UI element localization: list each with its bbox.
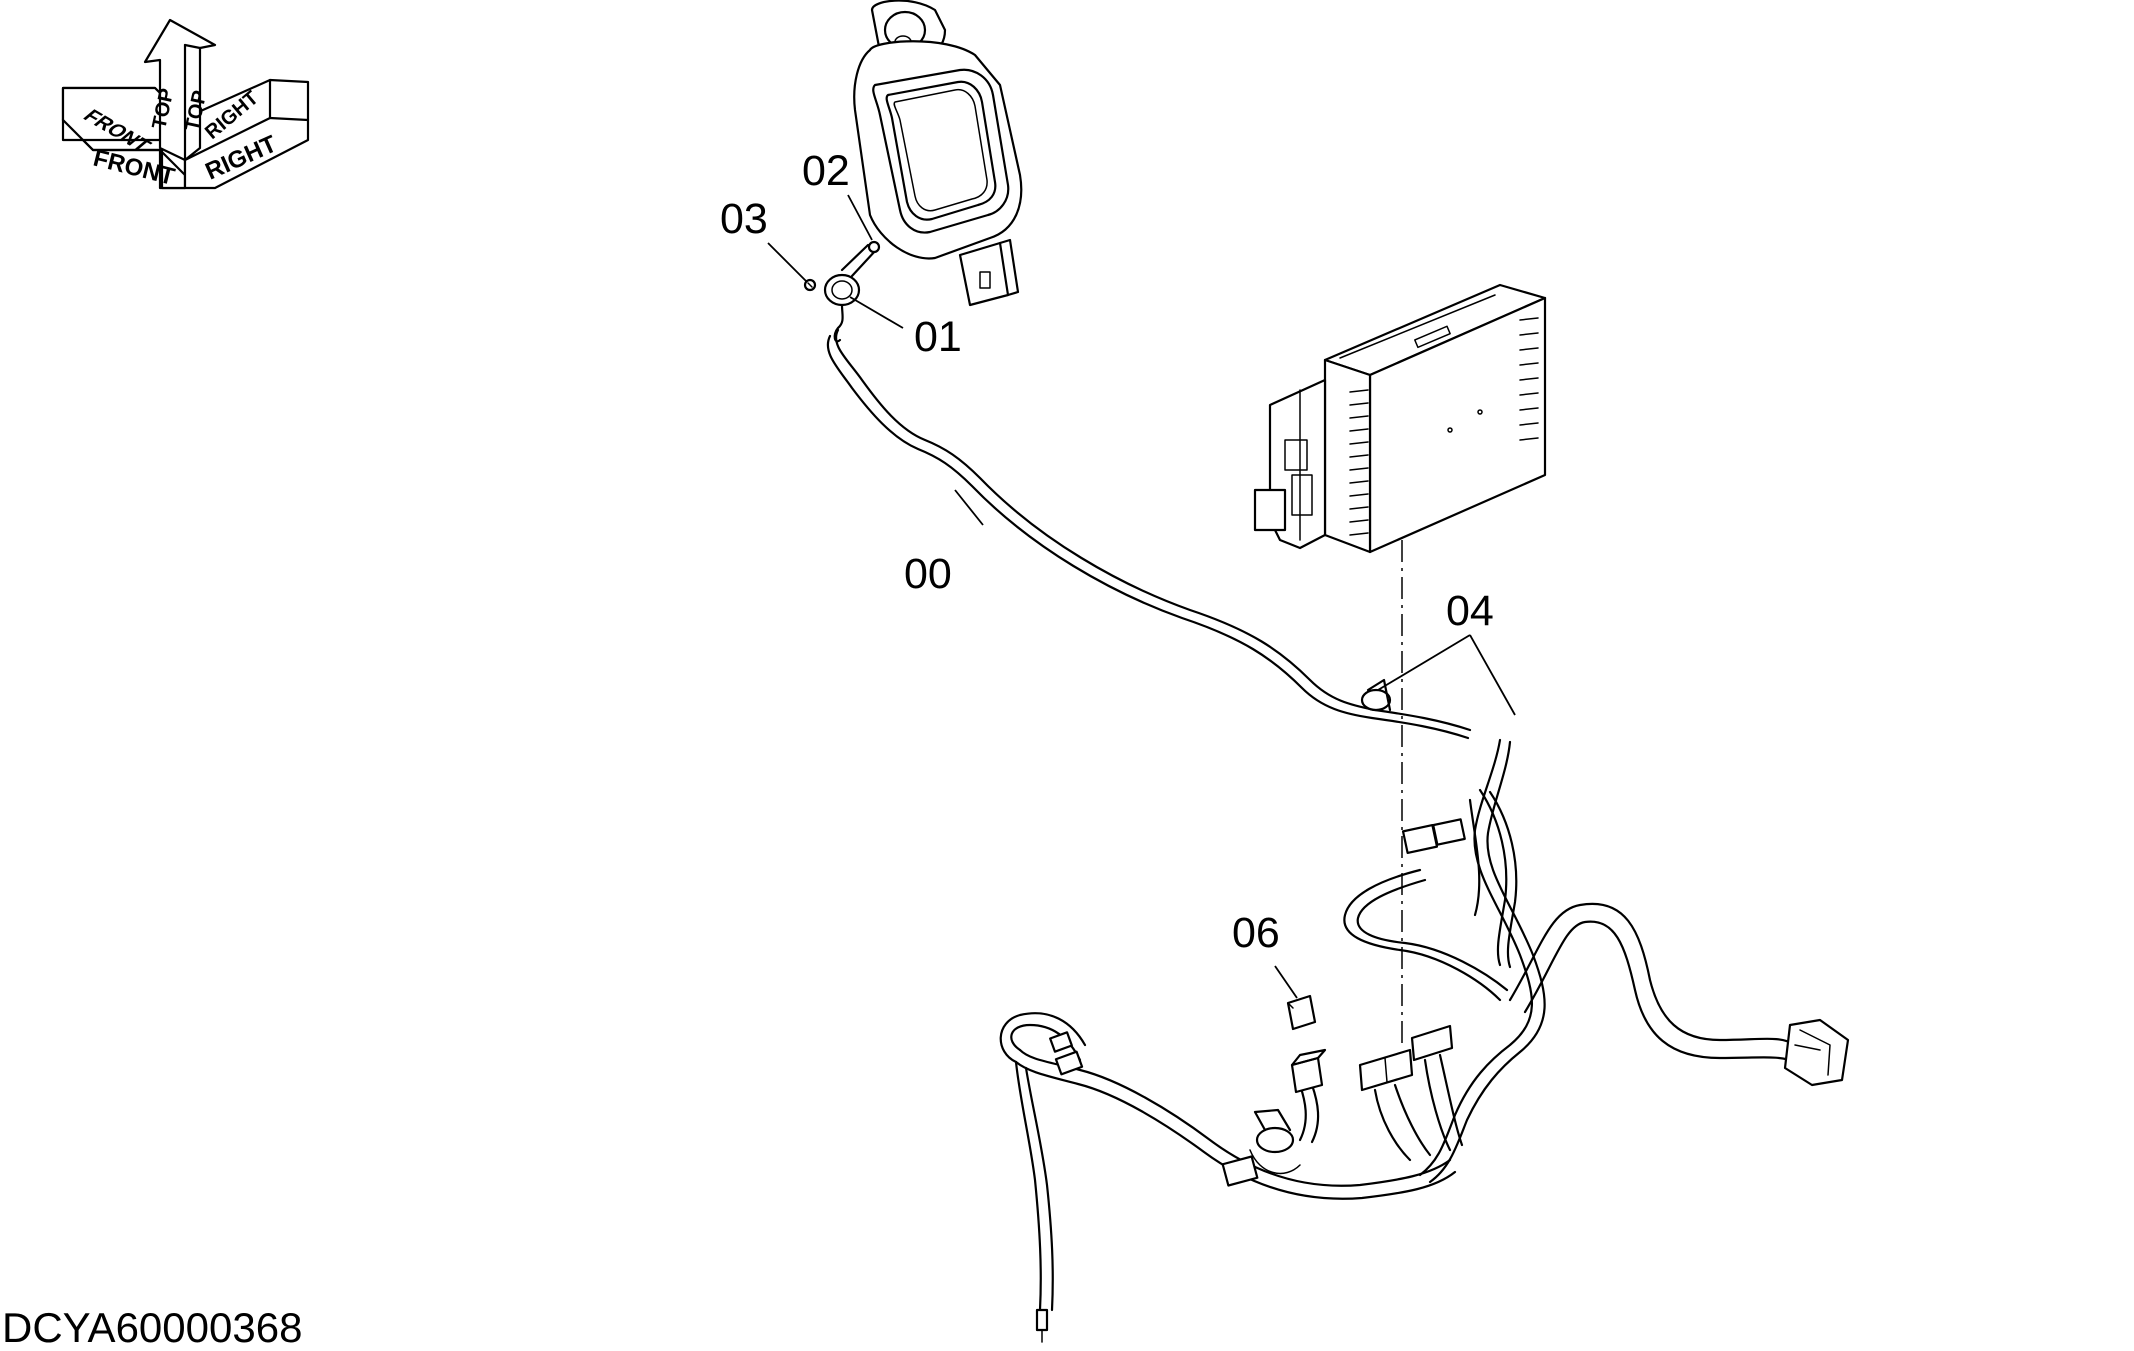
relay-part-06	[1286, 994, 1317, 1031]
switch-part-01	[823, 243, 878, 343]
leader-06	[1274, 965, 1298, 999]
callout-03: 03	[720, 195, 768, 243]
leader-03	[767, 242, 807, 282]
leader-04b	[1469, 634, 1516, 716]
main-wire-harness	[999, 738, 1850, 1343]
leader-01	[849, 296, 904, 329]
callout-00: 00	[904, 550, 952, 598]
harness-clip-cluster	[1221, 1108, 1301, 1187]
screw-part-03	[803, 278, 817, 292]
orientation-indicator: FRONT FRONT TOP TOP RIGHT RIGHT	[61, 18, 310, 191]
callout-04: 04	[1446, 587, 1494, 635]
nut-part-02	[867, 240, 881, 254]
harness-cable-00	[826, 328, 1472, 740]
display-monitor	[853, 0, 1023, 307]
leader-04a	[1377, 634, 1471, 691]
central-connector	[1358, 1024, 1464, 1162]
controller-fins	[1349, 317, 1539, 536]
controller-unit	[1253, 283, 1547, 554]
relay-socket	[1290, 1048, 1327, 1094]
callout-02: 02	[802, 147, 850, 195]
callout-06: 06	[1232, 909, 1280, 957]
leader-00	[954, 489, 984, 526]
right-end-connector	[1783, 1018, 1850, 1087]
callout-01: 01	[914, 313, 962, 361]
leader-lines	[767, 194, 1516, 999]
drawing-id-label: DCYA60000368	[2, 1304, 303, 1351]
leader-02	[847, 194, 873, 241]
